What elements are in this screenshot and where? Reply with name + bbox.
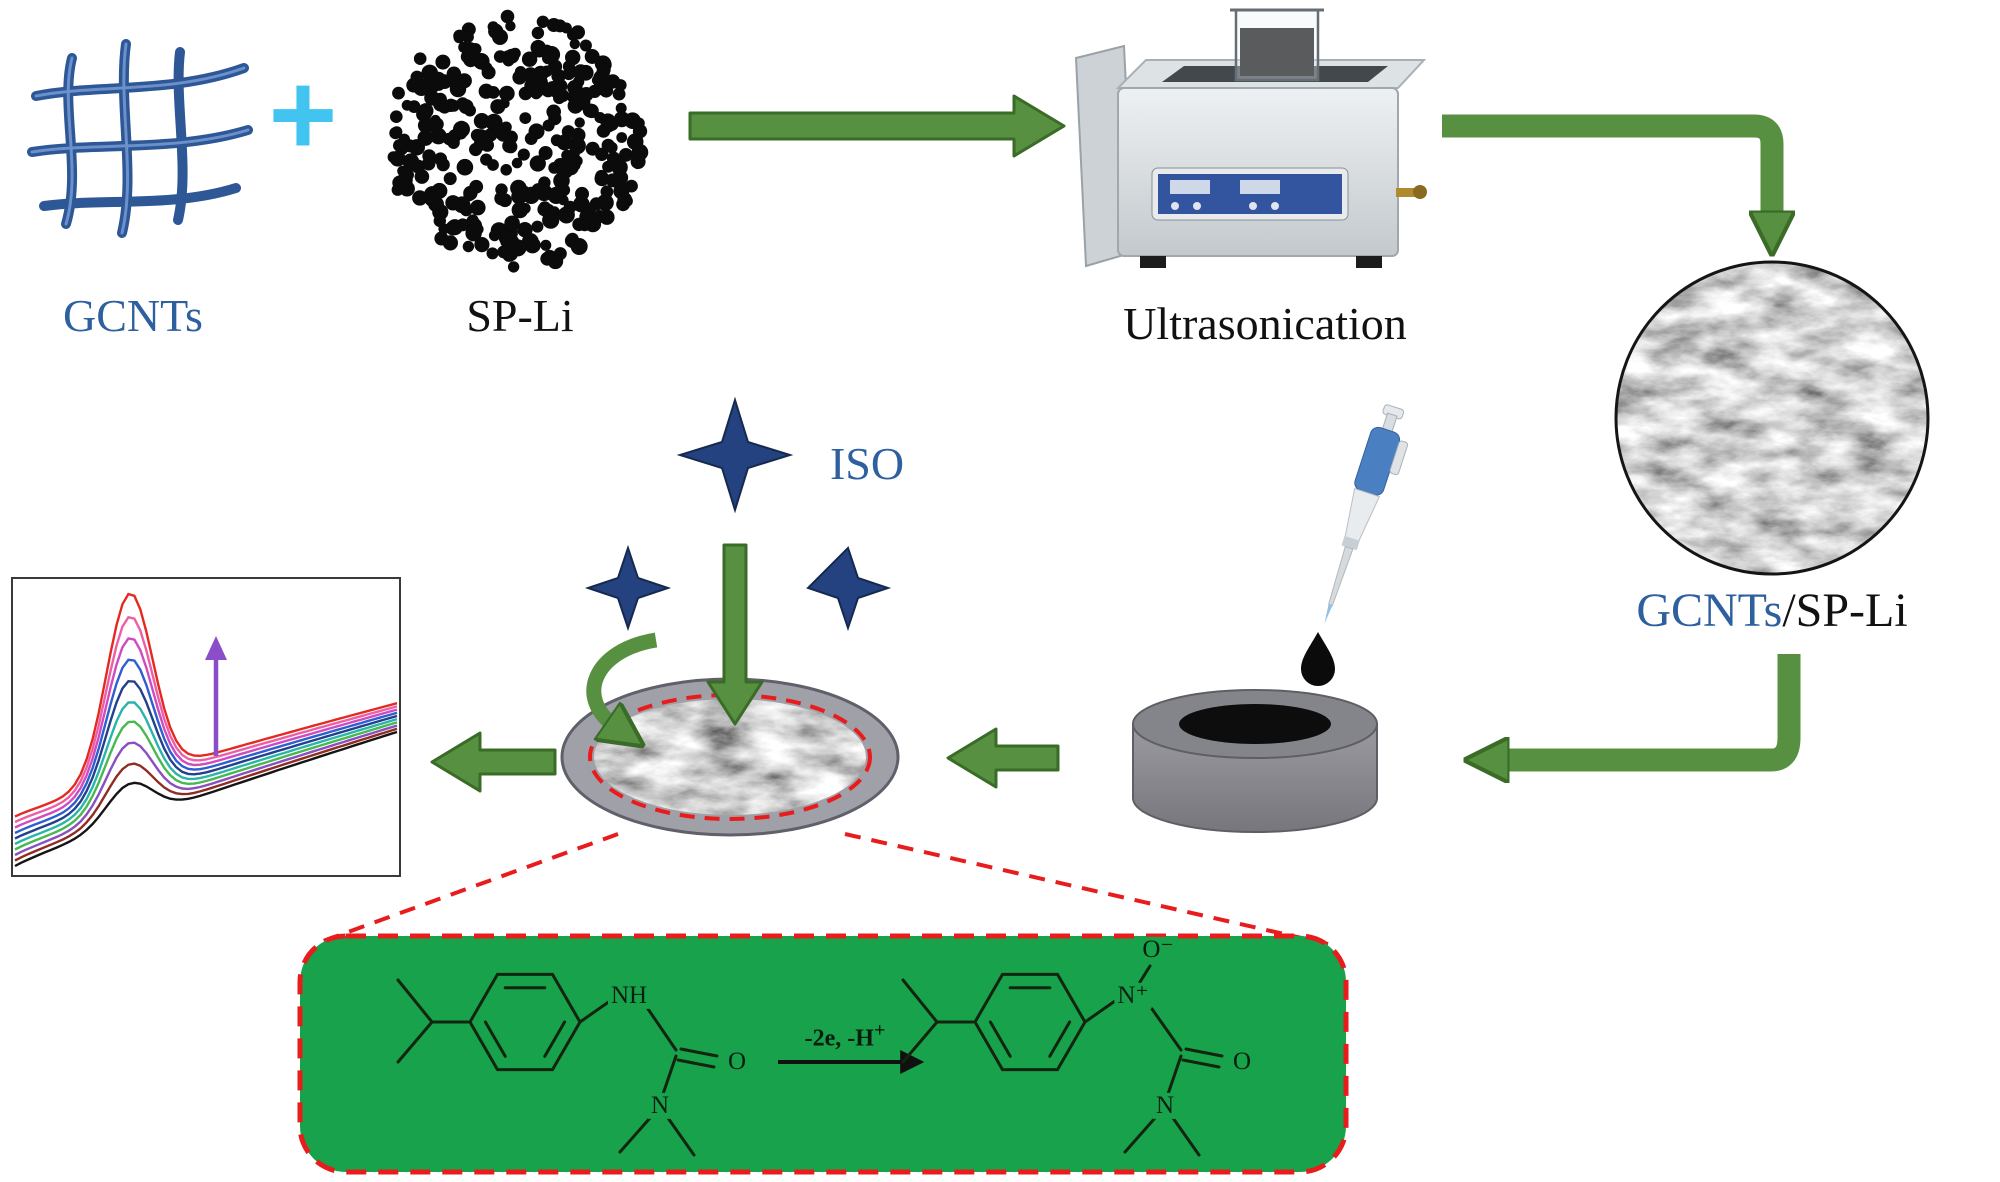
beaker-liquid <box>1240 28 1314 76</box>
voltammogram-curve-9 <box>14 727 398 862</box>
atom-nh: NH <box>607 982 651 1010</box>
voltammogram-curve-10 <box>14 730 398 868</box>
atom-n-plus: N⁺ <box>1114 982 1152 1010</box>
isoproturon-structure <box>396 972 719 1157</box>
bath-foot <box>1356 256 1382 268</box>
suspension-drop <box>1301 632 1335 686</box>
highlight-dashed-ellipse <box>588 693 872 821</box>
iso-star-small-left <box>584 544 672 632</box>
voltammogram-curve-2 <box>14 615 398 824</box>
arrow-ultrasonication-to-sem <box>1442 114 1772 222</box>
pipette-illustration <box>1324 404 1409 624</box>
voltammogram-curve-4 <box>14 658 398 835</box>
gcnts-network-illustration <box>27 39 253 238</box>
panel-button <box>1171 202 1179 210</box>
panel-button <box>1193 202 1201 210</box>
voltammogram-curve-8 <box>14 724 398 857</box>
voltammogram-curve-6 <box>14 701 398 846</box>
voltammogram-curve-3 <box>14 637 398 829</box>
panel-button <box>1271 202 1279 210</box>
reaction-condition-label: -2e, -H+ <box>804 1019 886 1052</box>
arrow-electrode-to-chart <box>430 731 557 793</box>
display-left <box>1170 180 1210 194</box>
chart-inset <box>11 577 401 877</box>
iso-molecule-stars <box>584 396 892 632</box>
atom-n-left: N <box>647 1092 673 1120</box>
atom-o-left: O <box>724 1048 750 1076</box>
iso-star-large <box>676 396 794 514</box>
electrode-holder-illustration <box>1132 689 1378 833</box>
arrow-sem-to-holder <box>1498 654 1801 760</box>
iso-label: ISO <box>829 438 905 489</box>
atom-n-right: N <box>1152 1092 1178 1120</box>
iso-star-small-right <box>806 546 892 632</box>
gcnts-label: GCNTs <box>63 290 203 341</box>
magnification-connectors <box>314 832 1329 946</box>
product-label-gcnts: GCNTs <box>1636 584 1783 637</box>
arrow-iso-down <box>706 543 764 726</box>
oxidized-product-structure <box>901 964 1224 1157</box>
atom-o-minus: O⁻ <box>1139 936 1177 964</box>
voltammogram-curve-5 <box>14 679 398 840</box>
voltammogram-curve-1 <box>14 592 398 818</box>
sem-micrograph <box>1614 260 1930 576</box>
drain-valve-knob <box>1413 185 1427 199</box>
increase-arrow-head <box>205 636 227 660</box>
voltammogram-curves <box>14 592 398 868</box>
ultrasonic-bath-illustration <box>1074 8 1427 268</box>
arrow-mix-to-ultrasonication <box>688 94 1066 158</box>
flow-arrows <box>430 94 1801 793</box>
arrow-hook-into-electrode <box>586 632 658 727</box>
plus-sign: + <box>268 49 338 181</box>
panel-button <box>1249 202 1257 210</box>
bath-foot <box>1140 256 1166 268</box>
product-label-spli: /SP-Li <box>1782 584 1908 637</box>
product-label: GCNTs/SP-Li <box>1562 584 1982 637</box>
display-right <box>1240 180 1280 194</box>
voltammogram-curve-7 <box>14 720 398 851</box>
drain-valve <box>1396 188 1416 197</box>
arrow-holder-to-electrode <box>946 727 1060 789</box>
reaction-scheme-box <box>297 933 1349 1175</box>
atom-o-right: O <box>1229 1048 1255 1076</box>
sp-li-particle-cluster <box>387 9 649 273</box>
beaker-glass <box>1234 8 1320 82</box>
sp-li-label: SP-Li <box>466 290 574 341</box>
holder-well <box>1179 704 1331 744</box>
ultrasonication-label: Ultrasonication <box>1123 298 1407 349</box>
